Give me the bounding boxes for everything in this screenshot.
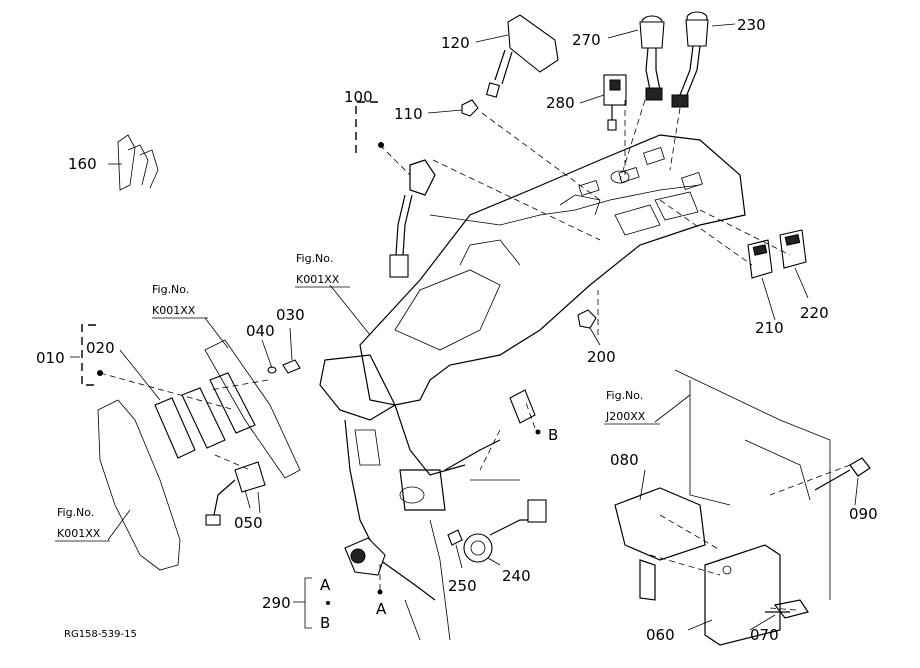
part-160-shape xyxy=(117,134,159,191)
fig-ref-1-title: Fig.No. xyxy=(296,252,333,265)
group-bracket-010 xyxy=(81,324,96,386)
label-100: 100 xyxy=(344,88,373,106)
label-290: 290 xyxy=(262,594,291,612)
label-230: 230 xyxy=(737,16,766,34)
side-cover-shape xyxy=(97,399,181,571)
label-280: 280 xyxy=(546,94,575,112)
part-220-shape xyxy=(779,229,807,269)
label-080: 080 xyxy=(610,451,639,469)
group-bracket-100 xyxy=(355,101,378,155)
label-160: 160 xyxy=(68,155,97,173)
part-250-shape xyxy=(447,529,463,546)
label-020: 020 xyxy=(86,339,115,357)
label-290-b: B xyxy=(320,614,330,632)
label-200: 200 xyxy=(587,348,616,366)
label-050: 050 xyxy=(234,514,263,532)
part-120-shape xyxy=(485,14,559,98)
bracket-assembly xyxy=(614,369,871,646)
callout-dot-010 xyxy=(97,370,103,376)
label-a: A xyxy=(376,600,387,618)
part-210-shape xyxy=(747,239,773,279)
panel-bracket-shape xyxy=(204,339,301,479)
callout-dot-b xyxy=(535,429,541,435)
fig-ref-2-title: Fig.No. xyxy=(152,283,189,296)
part-240-shape xyxy=(463,499,547,563)
label-030: 030 xyxy=(276,306,305,324)
leader-lines xyxy=(99,99,851,611)
fig-ref-2-code: K001XX xyxy=(152,304,196,317)
callout-dot-a xyxy=(377,589,383,595)
part-270-shape xyxy=(639,15,665,101)
label-270: 270 xyxy=(572,31,601,49)
label-290-a: A xyxy=(320,576,331,594)
label-250: 250 xyxy=(448,577,477,595)
part-100-shape xyxy=(389,159,436,278)
label-010: 010 xyxy=(36,349,65,367)
part-200-shape xyxy=(577,309,597,329)
part-230-shape xyxy=(671,11,709,108)
fig-ref-3-code: K001XX xyxy=(57,527,101,540)
label-060: 060 xyxy=(646,626,675,644)
dashboard-panel xyxy=(319,134,746,641)
label-110: 110 xyxy=(394,105,423,123)
label-b: B xyxy=(548,426,558,444)
callout-dot-290 xyxy=(326,601,330,605)
label-090: 090 xyxy=(849,505,878,523)
label-leaders xyxy=(70,23,859,631)
label-240: 240 xyxy=(502,567,531,585)
label-210: 210 xyxy=(755,319,784,337)
label-040: 040 xyxy=(246,322,275,340)
group-bracket-290 xyxy=(304,577,312,629)
label-220: 220 xyxy=(800,304,829,322)
fig-ref-4-title: Fig.No. xyxy=(606,389,643,402)
fig-ref-4-code: J200XX xyxy=(605,410,646,423)
part-090-shape xyxy=(814,469,851,491)
part-030-shape xyxy=(282,359,301,374)
callout-dot-100 xyxy=(378,142,384,148)
fig-ref-1-code: K001XX xyxy=(296,273,340,286)
label-120: 120 xyxy=(441,34,470,52)
part-050-shape xyxy=(205,461,266,526)
part-290-shape xyxy=(344,389,536,576)
fig-ref-3-title: Fig.No. xyxy=(57,506,94,519)
drawing-code: RG158-539-15 xyxy=(64,629,137,640)
part-280-shape xyxy=(603,74,627,131)
part-110-shape xyxy=(461,99,479,117)
label-070: 070 xyxy=(750,626,779,644)
part-020-shape xyxy=(154,372,256,459)
